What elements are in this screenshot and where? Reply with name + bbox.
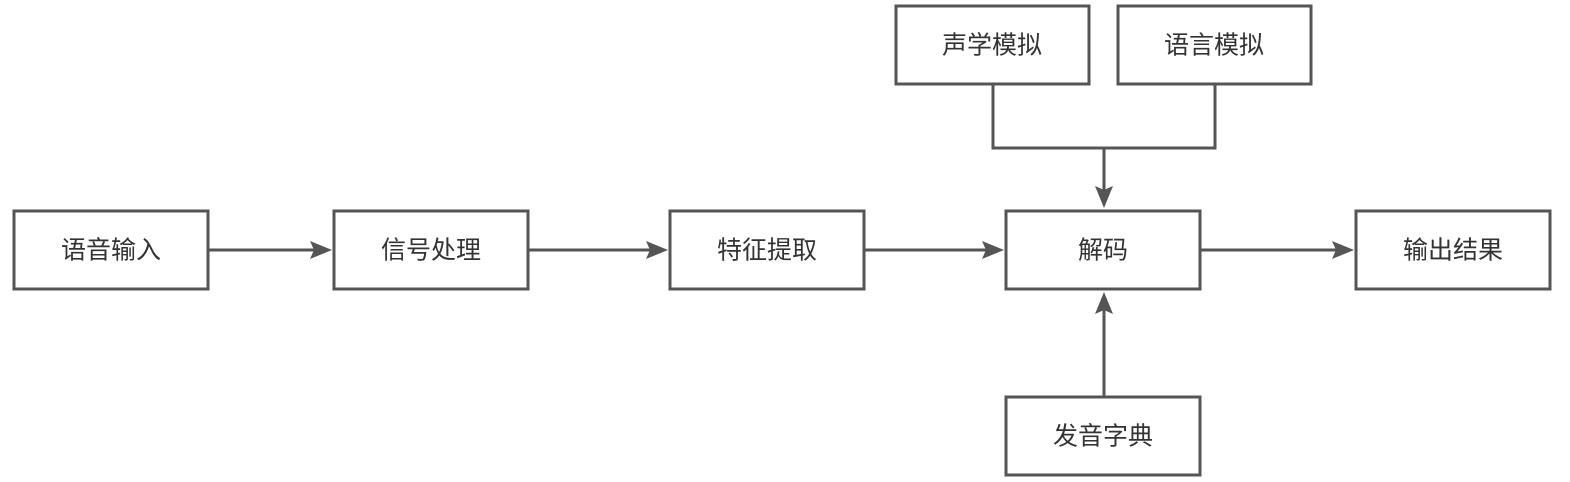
node-label: 声学模拟 bbox=[942, 31, 1042, 60]
node-label: 特征提取 bbox=[717, 236, 817, 265]
edges bbox=[209, 85, 1354, 396]
edge-speech-input-to-signal-processing bbox=[209, 241, 332, 259]
edge-signal-processing-to-feature-extraction bbox=[529, 241, 668, 259]
edge-decoding-to-output-result bbox=[1201, 241, 1354, 259]
node-pronunciation-dict: 发音字典 bbox=[1004, 395, 1202, 477]
node-signal-processing: 信号处理 bbox=[332, 209, 530, 291]
edge-models-to-decoding bbox=[991, 85, 1217, 208]
node-output-result: 输出结果 bbox=[1354, 209, 1552, 291]
node-decoding: 解码 bbox=[1004, 209, 1202, 291]
node-label: 输出结果 bbox=[1403, 236, 1503, 265]
node-label: 发音字典 bbox=[1053, 422, 1153, 451]
node-feature-extraction: 特征提取 bbox=[668, 209, 866, 291]
node-label: 解码 bbox=[1078, 236, 1128, 265]
node-speech-input: 语音输入 bbox=[12, 209, 210, 291]
node-label: 语音输入 bbox=[61, 236, 161, 265]
node-label: 信号处理 bbox=[381, 236, 481, 265]
edge-feature-extraction-to-decoding bbox=[865, 241, 1004, 259]
node-acoustic-model: 声学模拟 bbox=[894, 4, 1091, 86]
node-label: 语言模拟 bbox=[1164, 31, 1264, 60]
node-language-model: 语言模拟 bbox=[1116, 4, 1313, 86]
edge-pronunciation-dict-to-decoding bbox=[1095, 292, 1113, 396]
